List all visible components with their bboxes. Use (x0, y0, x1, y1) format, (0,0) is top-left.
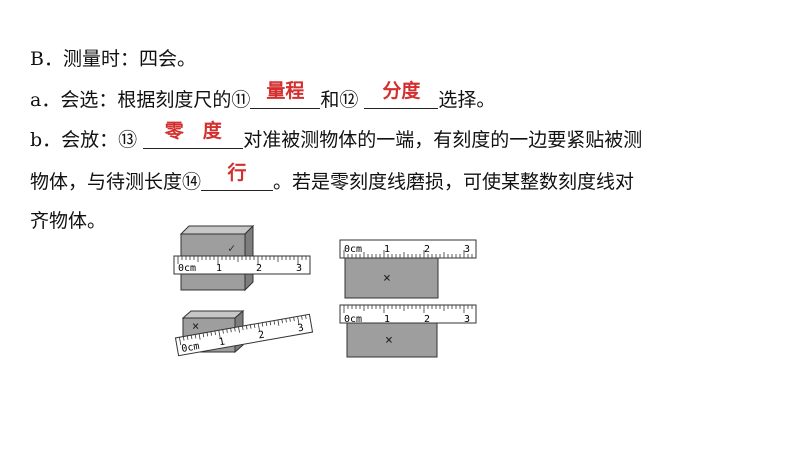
ruler-tick (222, 329, 224, 334)
a-text-2: 和⑫ (320, 89, 359, 111)
ruler-4-label-1: 1 (384, 314, 390, 325)
ruler-3-label-2: 2 (257, 330, 265, 342)
ruler-tick (242, 326, 244, 331)
ruler-tick (289, 317, 291, 322)
ruler-3-group: 0cm 1 2 3 (174, 313, 314, 357)
ruler-tick (179, 337, 182, 346)
a-text-3: 选择。 (438, 89, 496, 111)
mark-wrong-4: × (385, 333, 393, 348)
answer-11: 量程 (266, 80, 305, 102)
ruler-3-label-0: 0cm (181, 341, 201, 355)
ruler-2-label-2: 2 (424, 244, 430, 255)
d-text-1: 齐物体。 (30, 210, 107, 232)
ruler-tick (269, 321, 272, 326)
c-text-1: 物体，与待测长度⑭ (30, 171, 202, 193)
ruler-tick (301, 315, 303, 320)
ruler-tick (281, 319, 283, 324)
ruler-tick (265, 321, 268, 326)
ruler-tick (273, 320, 276, 325)
figure-wrong-offset: × 0cm 1 2 3 (339, 239, 477, 299)
block-3-top (181, 310, 245, 319)
blank-13[interactable]: 零 度 (143, 120, 244, 149)
ruler-tick (305, 314, 307, 320)
ruler-1-ticks (177, 256, 307, 264)
mark-wrong-2: × (383, 271, 391, 286)
ruler-1-label-0: 0cm (178, 263, 196, 274)
blank-14[interactable]: 行 (201, 162, 274, 191)
figure-correct: ✓ 0cm 1 2 3 (173, 224, 311, 292)
ruler-tick (297, 316, 300, 325)
ruler-4-label-2: 2 (424, 314, 430, 325)
c-text-2: 。若是零刻度线磨损，可使某整数刻度线对 (273, 171, 635, 193)
ruler-tick (186, 335, 189, 340)
block-2 (344, 255, 439, 299)
ruler-4-label-3: 3 (464, 314, 470, 325)
line-d: 齐物体。 (30, 208, 106, 234)
ruler-tick (198, 333, 201, 340)
ruler-3-label-3: 3 (297, 323, 305, 335)
ruler-2-ticks (343, 250, 473, 258)
mark-wrong-3: × (192, 319, 199, 333)
ruler-tick (190, 335, 193, 340)
ruler-4-label-0: 0cm (344, 314, 362, 325)
ruler-2-label-1: 1 (384, 244, 390, 255)
ruler-3-label-1: 1 (218, 336, 226, 348)
ruler-tick (257, 323, 260, 332)
ruler-3-ticks (179, 314, 307, 346)
ruler-tick (230, 328, 232, 333)
b-heading-text: B．测量时：四会。 (30, 48, 196, 70)
a-text-1: a．会选：根据刻度尺的⑪ (30, 89, 251, 111)
ruler-tick (214, 330, 216, 336)
line-b-heading: B．测量时：四会。 (30, 46, 196, 72)
ruler-tick (253, 323, 256, 329)
ruler-1-label-3: 3 (296, 263, 302, 274)
block-1-top (179, 225, 255, 235)
figure-wrong-gap: × 0cm 1 2 3 (339, 304, 477, 358)
ruler-1-label-1: 1 (216, 263, 222, 274)
ruler-tick (285, 318, 287, 323)
line-b: b．会放：⑬ 零 度对准被测物体的一端，有刻度的一边要紧贴被测 (30, 120, 643, 153)
blank-11[interactable]: 量程 (250, 80, 321, 109)
b-text-1: b．会放：⑬ (30, 129, 138, 151)
ruler-tick (218, 330, 221, 339)
ruler-tick (226, 328, 228, 333)
ruler-tick (249, 324, 252, 329)
mark-correct: ✓ (228, 241, 235, 255)
ruler-tick (210, 331, 213, 336)
figure-wrong-slanted: × 0cm 1 2 3 (174, 309, 314, 357)
answer-13: 零 度 (164, 120, 222, 142)
answer-12: 分度 (382, 80, 421, 102)
ruler-2-label-3: 3 (464, 244, 470, 255)
line-a: a．会选：根据刻度尺的⑪ 量程和⑫ 分度选择。 (30, 80, 496, 113)
block-4 (346, 321, 438, 358)
ruler-tick (182, 336, 185, 341)
ruler-tick (238, 326, 240, 333)
ruler-tick (277, 319, 280, 326)
ruler-tick (293, 317, 295, 322)
ruler-tick (194, 334, 197, 339)
line-c: 物体，与待测长度⑭ 行 。若是零刻度线磨损，可使某整数刻度线对 (30, 162, 635, 195)
ruler-1-label-2: 2 (256, 263, 262, 274)
blank-12[interactable]: 分度 (364, 80, 439, 109)
ruler-tick (234, 327, 236, 332)
ruler-2-label-0: 0cm (344, 244, 362, 255)
ruler-tick (202, 333, 205, 338)
answer-14: 行 (227, 162, 247, 184)
ruler-tick (206, 332, 209, 337)
ruler-tick (245, 325, 248, 330)
ruler-tick (261, 322, 264, 327)
b-text-2: 对准被测物体的一端，有刻度的一边要紧贴被测 (243, 129, 643, 151)
ruler-4-ticks (343, 305, 473, 313)
